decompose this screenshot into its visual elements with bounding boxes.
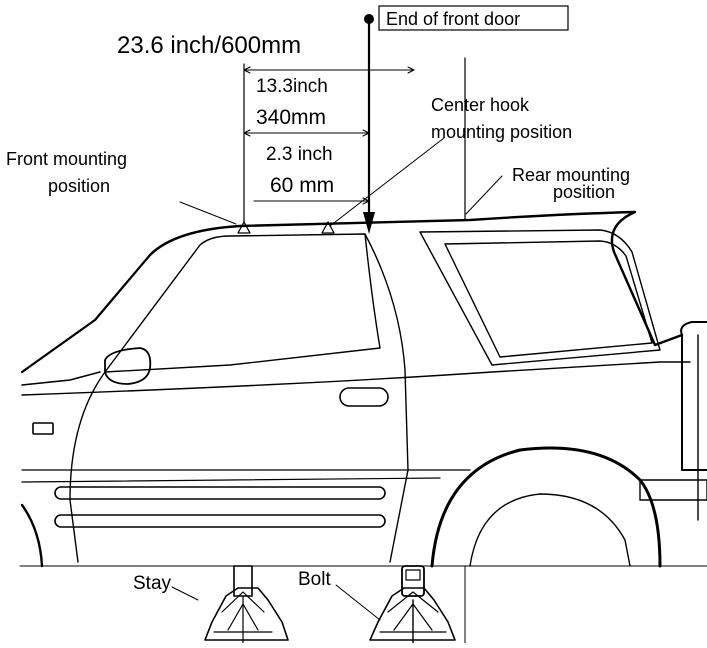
bolt-label: Bolt [298, 569, 331, 590]
marker-light [32, 422, 54, 435]
rear-window-glass [444, 240, 653, 358]
stay-label: Stay [133, 573, 172, 594]
side-molding-lower [54, 514, 386, 528]
a-pillar [20, 253, 152, 374]
front-mount-label-2: position [48, 176, 110, 196]
door-handle [339, 387, 389, 407]
door-end-arrow [363, 212, 375, 234]
bolt-part [369, 565, 456, 644]
tailgate [680, 321, 707, 471]
roof-line [148, 210, 637, 257]
dimension-lines [179, 14, 503, 234]
dim-2-inch-label: 2.3 inch [266, 144, 333, 165]
side-molding-upper [54, 486, 386, 500]
center-hook-label-2: mounting position [431, 122, 572, 142]
front-door [69, 371, 106, 563]
side-mirror [104, 347, 152, 385]
front-window-frame [104, 233, 381, 373]
rear-window-frame [419, 229, 661, 366]
rear-wheel-arch [430, 446, 662, 568]
dim-2-mm-label: 60 mm [270, 174, 334, 197]
front-mount-marker [237, 221, 251, 234]
stay-part [204, 565, 289, 644]
end-of-front-door-box [378, 5, 569, 31]
dim-13-mm-label: 340mm [256, 106, 326, 129]
center-hook-marker [321, 221, 335, 234]
rear-mount-label-1: Rear mounting [512, 165, 630, 185]
rear-mount-label-2: position [553, 182, 615, 202]
total-distance-label: 23.6 inch/600mm [117, 32, 301, 59]
stay-bolt-detail: Stay Bolt [133, 565, 466, 644]
dim-13-inch-label: 13.3inch [256, 76, 328, 97]
end-of-front-door-label: End of front door [386, 9, 520, 29]
front-mount-label-1: Front mounting [6, 149, 127, 169]
center-hook-label-1: Center hook [431, 95, 530, 115]
vehicle-outline [19, 210, 707, 568]
